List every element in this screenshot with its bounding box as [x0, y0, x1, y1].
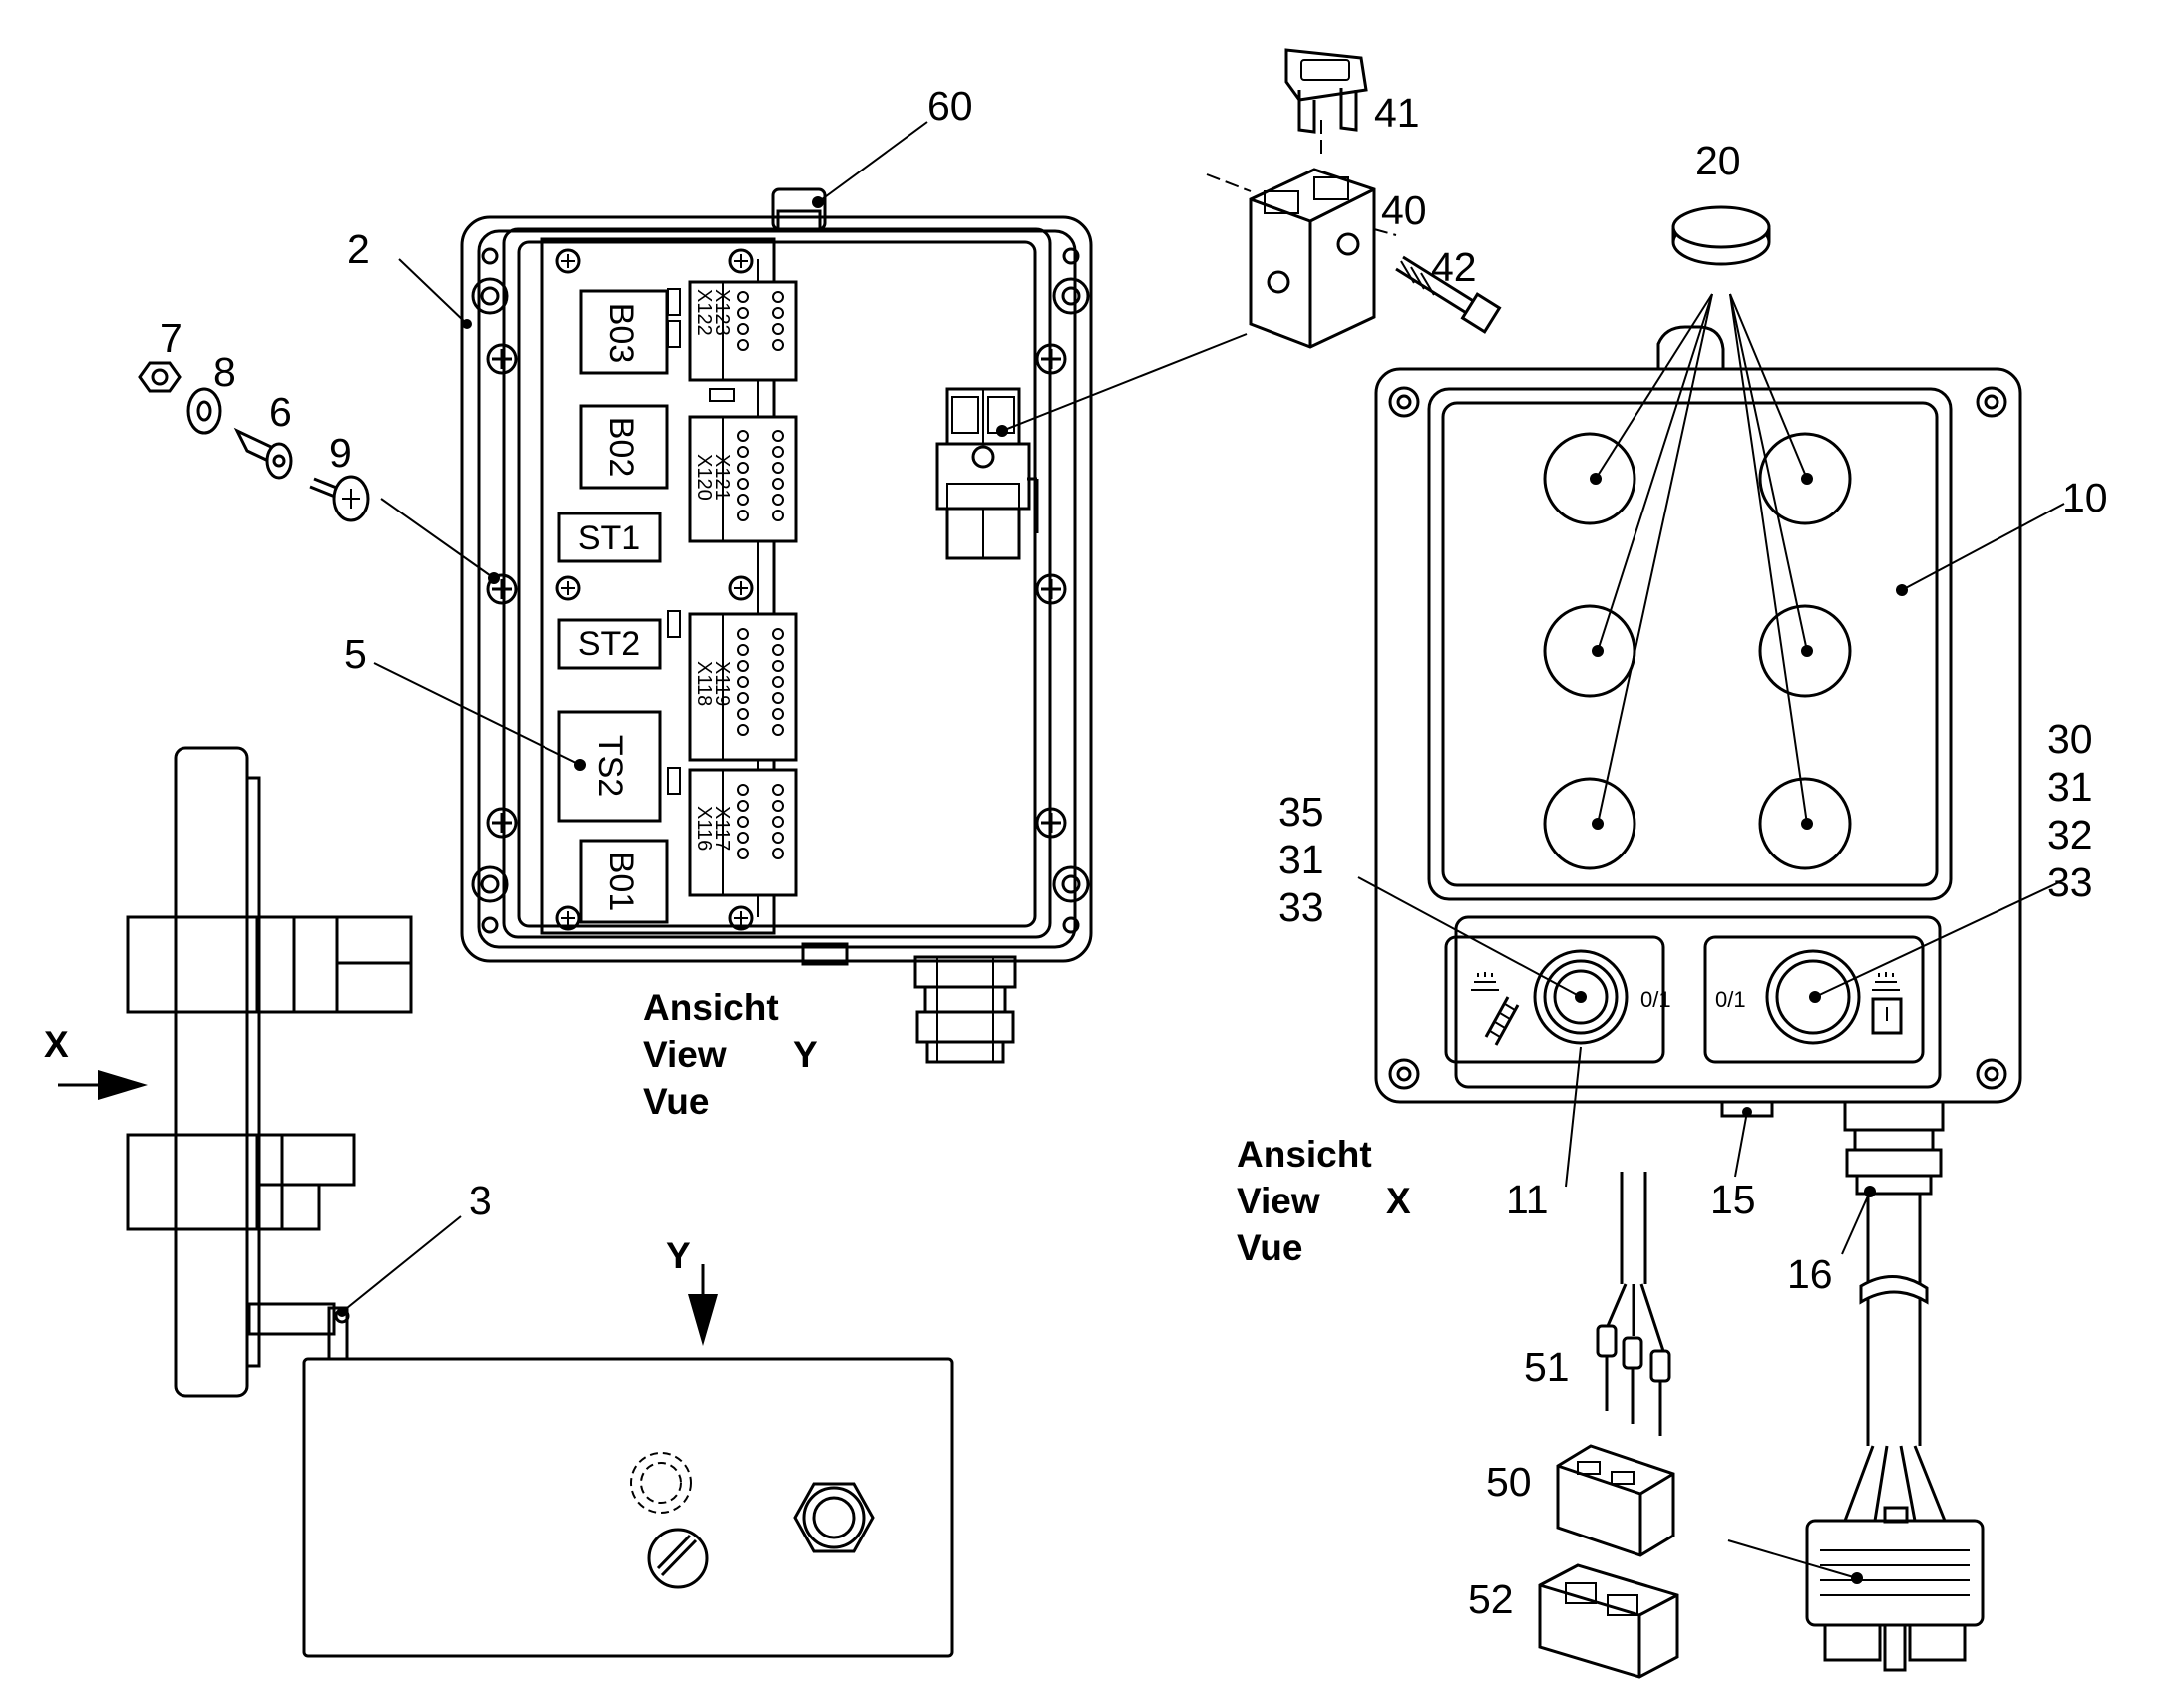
callout-52: 52 — [1468, 1576, 1514, 1622]
switch-right-label: 0/1 — [1715, 987, 1746, 1012]
callout-30: 30 — [2047, 716, 2093, 762]
terminal-strip-x122-x123: X122 X123 — [688, 280, 798, 382]
callout-32: 32 — [2047, 812, 2093, 857]
door-light-icon — [1871, 972, 1903, 1035]
callout-60: 60 — [927, 83, 973, 129]
ladder-light-icon — [1471, 972, 1520, 1046]
callout-8: 8 — [213, 349, 236, 395]
washer-8 — [186, 387, 222, 435]
svg-text:Vue: Vue — [1237, 1227, 1302, 1268]
callout-20: 20 — [1695, 138, 1741, 183]
callout-51: 51 — [1524, 1344, 1570, 1390]
arrow-x-label: X — [44, 1024, 69, 1065]
switch-left-label: 0/1 — [1640, 987, 1671, 1012]
svg-text:X122: X122 — [693, 289, 715, 336]
connector-frame-52 — [1538, 1563, 1679, 1679]
callout-35: 35 — [1278, 789, 1324, 835]
bottom-box — [302, 1306, 954, 1658]
rocker-switch-right: 0/1 — [1715, 949, 1903, 1045]
svg-text:X: X — [1386, 1181, 1411, 1221]
leader-lines — [341, 121, 2065, 1579]
svg-text:Vue: Vue — [643, 1081, 709, 1122]
svg-text:View: View — [643, 1034, 727, 1075]
callout-33-left: 33 — [1278, 884, 1324, 930]
terminal-strip-x116-x117: X116 X117 — [688, 768, 798, 897]
caption-view-y: Ansicht View Vue Y — [643, 987, 818, 1122]
cable-16 — [1843, 1194, 1947, 1522]
cable-11 — [1606, 1172, 1665, 1352]
pins-51 — [1596, 1324, 1671, 1436]
svg-text:X121: X121 — [711, 454, 733, 501]
plug-connector — [1805, 1506, 1985, 1672]
leader-dots — [337, 196, 1908, 1584]
svg-text:Y: Y — [793, 1034, 818, 1075]
callout-5: 5 — [344, 631, 367, 677]
screw-42 — [1395, 255, 1502, 334]
callout-7: 7 — [160, 315, 182, 361]
callout-40: 40 — [1381, 187, 1427, 233]
caption-view-x: Ansicht View Vue X — [1237, 1134, 1411, 1268]
component-b02: B02 — [602, 417, 640, 478]
callout-numbers: 60 41 40 42 20 2 7 8 6 9 5 10 3 11 15 16… — [160, 83, 2108, 1622]
corner-boss — [471, 247, 1090, 934]
arrow-y: Y — [666, 1235, 718, 1346]
callout-15: 15 — [1710, 1177, 1756, 1222]
callout-16: 16 — [1787, 1251, 1833, 1297]
component-b03: B03 — [602, 303, 640, 364]
component-st2: ST2 — [578, 625, 640, 663]
rocker-switch-left: 0/1 — [1471, 949, 1671, 1046]
svg-text:X120: X120 — [693, 454, 715, 501]
callout-9: 9 — [329, 430, 352, 476]
callout-6: 6 — [269, 389, 292, 435]
svg-text:X119: X119 — [711, 661, 733, 706]
callout-2: 2 — [347, 226, 370, 272]
arrow-y-label: Y — [666, 1235, 691, 1276]
spacer-6 — [233, 427, 293, 480]
nut-7 — [138, 361, 182, 393]
control-panel-view-x: 0/1 0/1 — [1374, 325, 2022, 1196]
cover-screw — [486, 343, 1067, 839]
component-b01: B01 — [602, 852, 640, 912]
svg-text:Ansicht: Ansicht — [1237, 1134, 1372, 1175]
callout-41: 41 — [1374, 90, 1420, 136]
callout-10: 10 — [2062, 475, 2108, 520]
svg-text:Ansicht: Ansicht — [643, 987, 779, 1028]
panel-screw — [1388, 386, 2007, 1090]
callout-31-right: 31 — [2047, 764, 2093, 810]
svg-text:X117: X117 — [711, 806, 733, 851]
fuse-41 — [1284, 48, 1368, 160]
plate-screw — [555, 248, 754, 931]
screw-9 — [309, 475, 370, 522]
side-view — [126, 746, 413, 1398]
svg-text:X116: X116 — [693, 806, 715, 851]
callout-11: 11 — [1506, 1177, 1549, 1222]
component-ts2: TS2 — [591, 735, 629, 797]
fuse-holder-40 — [1206, 168, 1397, 349]
diode-symbol — [667, 288, 735, 795]
fuse-holder — [935, 387, 1039, 560]
svg-text:View: View — [1237, 1181, 1320, 1221]
connector-housing-50 — [1556, 1444, 1675, 1557]
callout-33-right: 33 — [2047, 859, 2093, 905]
blank-plug-hole — [1543, 432, 1852, 870]
svg-text:X118: X118 — [693, 661, 715, 706]
terminal-strip-x120-x121: X120 X121 — [688, 415, 798, 543]
arrow-x: X — [44, 1024, 148, 1100]
callout-42: 42 — [1431, 244, 1477, 290]
callout-50: 50 — [1486, 1459, 1532, 1505]
junction-box-view-y: B03 B02 ST1 ST2 TS2 B01 X122 X123 X120 X… — [460, 187, 1093, 1064]
terminal-strip-x118-x119: X118 X119 — [688, 612, 798, 762]
component-st1: ST1 — [578, 519, 640, 557]
svg-text:X123: X123 — [711, 289, 733, 336]
callout-31-left: 31 — [1278, 837, 1324, 882]
callout-3: 3 — [469, 1178, 492, 1223]
blanking-plug-20 — [1671, 205, 1771, 266]
